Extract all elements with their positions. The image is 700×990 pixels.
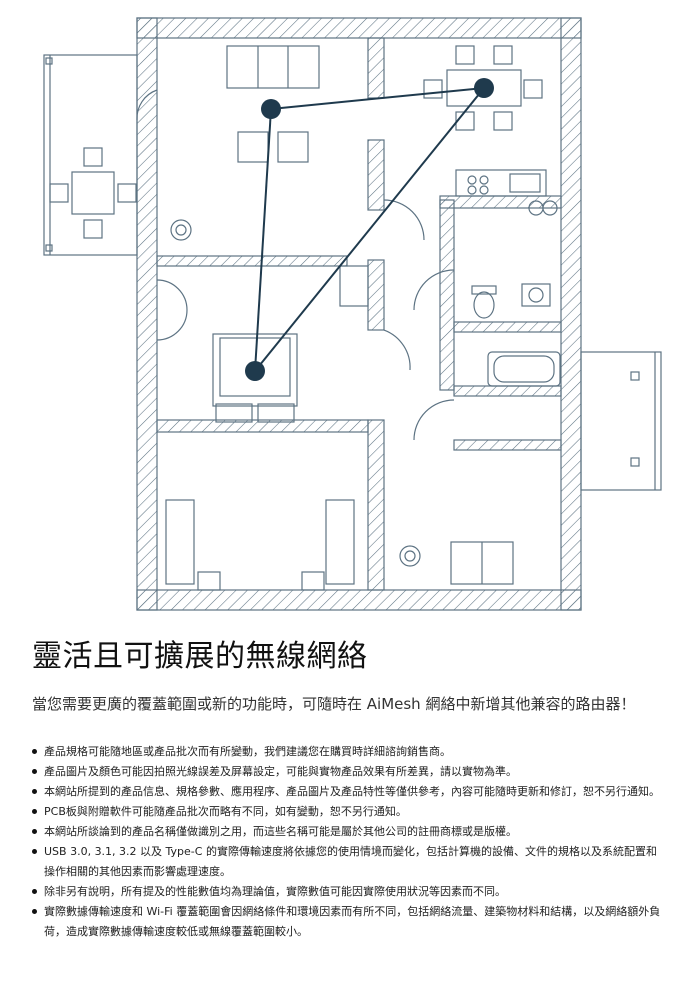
mesh-link-3 [254,87,485,372]
disclaimer-item: 除非另有說明，所有提及的性能數值均為理論值，實際數值可能因實際使用狀況等因素而不… [32,882,664,902]
disclaimer-item: PCB板與附贈軟件可能隨產品批次而略有不同，如有變動，恕不另行通知。 [32,802,664,822]
wall-right [560,17,582,611]
wall-inner-v4 [367,419,385,591]
disclaimer-item: 本網站所談論到的產品名稱僅做識別之用，而這些名稱可能是屬於其他公司的註冊商標或是… [32,822,664,842]
balcony-left [43,54,138,256]
wall-bath-v [439,199,455,391]
feature-lead: 當您需要更廣的覆蓋範圍或新的功能時，可隨時在 AiMesh 網絡中新增其他兼容的… [32,695,636,713]
wall-inner-v1 [367,37,385,99]
feature-heading: 靈活且可擴展的無線網絡 [32,639,368,674]
disclaimer-item: 產品規格可能隨地區或產品批次而有所變動，我們建議您在購買時詳細諮詢銷售商。 [32,742,664,762]
disclaimer-item: 產品圖片及顏色可能因拍照光線誤差及屏幕設定，可能與實物產品效果有所差異，請以實物… [32,762,664,782]
disclaimer-item: USB 3.0, 3.1, 3.2 以及 Type-C 的實際傳輸速度將依據您的… [32,842,664,882]
disclaimer-list: 產品規格可能隨地區或產品批次而有所變動，我們建議您在購買時詳細諮詢銷售商。 產品… [32,742,664,942]
wall-left [136,17,158,611]
wall-inner-v2 [367,139,385,211]
mesh-link-2 [254,108,272,372]
mesh-node-living [261,99,281,119]
wall-inner-v3 [367,259,385,331]
balcony-right [580,351,662,491]
mesh-node-dining [474,78,494,98]
wall-h2 [156,419,369,433]
aimesh-floorplan-illustration [43,17,662,611]
wall-bottom [136,589,582,611]
disclaimer-item: 實際數據傳輸速度和 Wi-Fi 覆蓋範圍會因網絡條件和環境因素而有所不同，包括網… [32,902,664,942]
wall-bath-mid [453,321,562,333]
mesh-link-1 [270,87,485,110]
mesh-node-bedroom [245,361,265,381]
wall-h1 [156,255,348,267]
wall-bath-bottom [453,385,562,397]
wall-top [136,17,582,39]
disclaimer-item: 本網站所提到的產品信息、規格參數、應用程序、產品圖片及產品特性等僅供參考，內容可… [32,782,664,802]
feature-section: 靈活且可擴展的無線網絡 當您需要更廣的覆蓋範圍或新的功能時，可隨時在 AiMes… [32,636,664,942]
wall-h3 [453,439,562,451]
